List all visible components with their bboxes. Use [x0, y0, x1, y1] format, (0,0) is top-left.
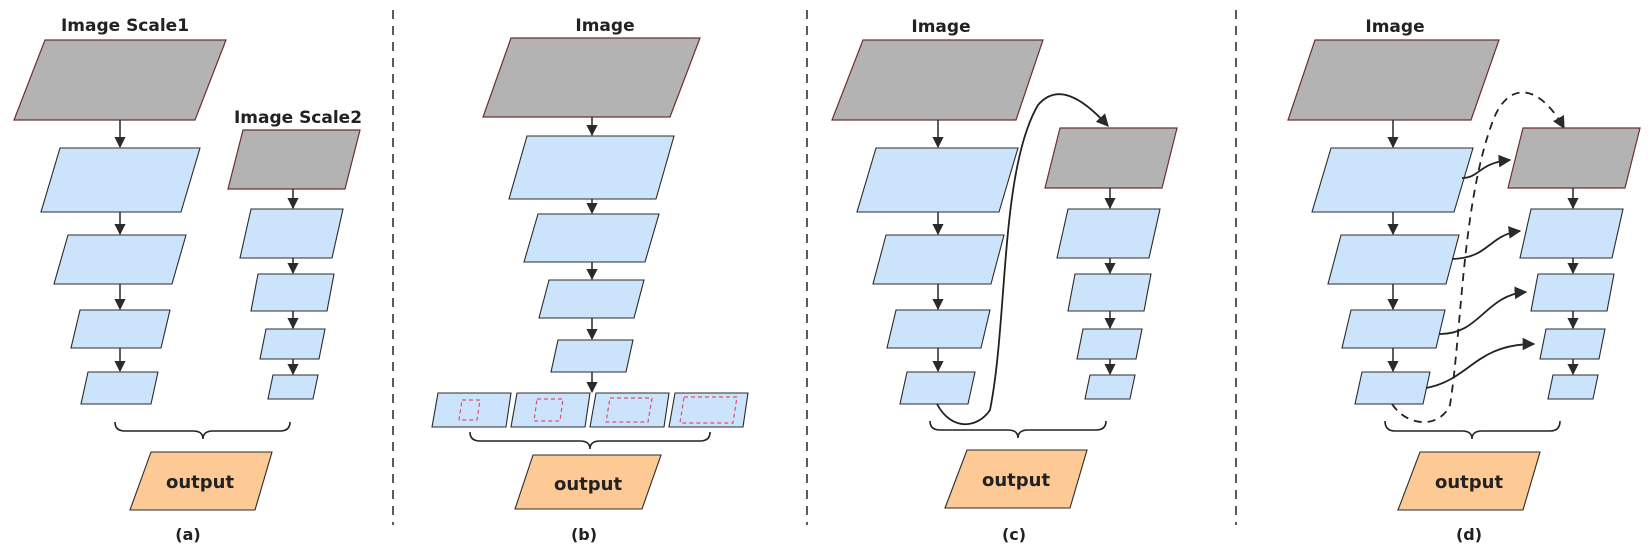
input-image: [482, 37, 701, 118]
image-label: Image: [1365, 17, 1424, 37]
input-image-rescaled: [1507, 127, 1641, 189]
brace: [1384, 420, 1561, 440]
feature-map: [550, 339, 634, 373]
output-label: output: [982, 470, 1050, 491]
panel-c: Image output (c): [831, 17, 1178, 544]
feature-map: [1354, 371, 1431, 405]
pooling-region: [458, 399, 481, 421]
pooling-region: [533, 398, 564, 422]
output-label: output: [1435, 472, 1503, 493]
feature-map: [886, 309, 991, 349]
lateral-connection: [1451, 226, 1522, 260]
feature-map: [259, 328, 326, 360]
feature-map: [1341, 309, 1446, 349]
feature-map: [267, 374, 319, 400]
rescale-connection-dashed: [1391, 91, 1565, 424]
feature-map: [80, 371, 159, 405]
panel-a: Image Scale1 Image Scale2 output (a): [13, 16, 362, 544]
feature-map: [1076, 328, 1143, 360]
feature-map: [239, 208, 344, 259]
image-scale1-label: Image Scale1: [61, 16, 189, 36]
output-label: output: [166, 472, 234, 493]
input-image-rescaled: [1044, 127, 1178, 189]
feature-map: [856, 147, 1019, 213]
feature-map: [872, 234, 1005, 285]
feature-map: [53, 234, 187, 285]
feature-map: [899, 371, 976, 405]
pooled-feature-map: [510, 392, 591, 428]
feature-map: [70, 309, 171, 349]
rescale-connection: [936, 93, 1109, 426]
output-box: [944, 449, 1088, 509]
feature-map: [1547, 374, 1599, 400]
output-label: output: [554, 474, 622, 495]
image-label: Image: [575, 16, 634, 36]
output-box: [514, 454, 662, 510]
feature-map: [1327, 234, 1460, 285]
brace: [929, 420, 1107, 439]
feature-map: [1084, 374, 1136, 400]
feature-map: [1311, 147, 1474, 213]
feature-map: [1519, 208, 1624, 259]
lateral-connection: [1438, 286, 1528, 335]
brace: [469, 431, 711, 450]
input-image: [1287, 39, 1500, 121]
caption-c: (c): [1002, 525, 1026, 544]
input-image-scale2: [227, 129, 361, 190]
panel-b: Image output (b): [431, 16, 749, 544]
feature-map: [1530, 273, 1615, 312]
pooling-region: [679, 396, 738, 424]
feature-map: [1067, 273, 1152, 312]
pooling-region: [605, 397, 653, 423]
feature-map: [538, 279, 645, 319]
input-image-scale1: [13, 39, 227, 121]
pooled-feature-map: [668, 392, 749, 428]
input-image: [831, 39, 1044, 121]
caption-a: (a): [175, 525, 200, 544]
feature-map: [523, 213, 660, 263]
feature-map: [1539, 328, 1606, 360]
image-label: Image: [911, 17, 970, 37]
lateral-connection: [1425, 337, 1536, 389]
pooled-feature-map: [431, 392, 512, 428]
lateral-connection: [1461, 154, 1512, 179]
feature-map: [250, 273, 335, 312]
feature-map: [508, 135, 675, 200]
image-scale2-label: Image Scale2: [234, 108, 362, 128]
caption-d: (d): [1456, 525, 1482, 544]
feature-map: [40, 147, 201, 213]
output-box: [129, 451, 273, 511]
feature-map: [1056, 208, 1161, 259]
caption-b: (b): [571, 525, 597, 544]
brace: [114, 421, 291, 440]
output-box: [1397, 451, 1541, 511]
panel-d: Image output (d): [1287, 17, 1641, 544]
